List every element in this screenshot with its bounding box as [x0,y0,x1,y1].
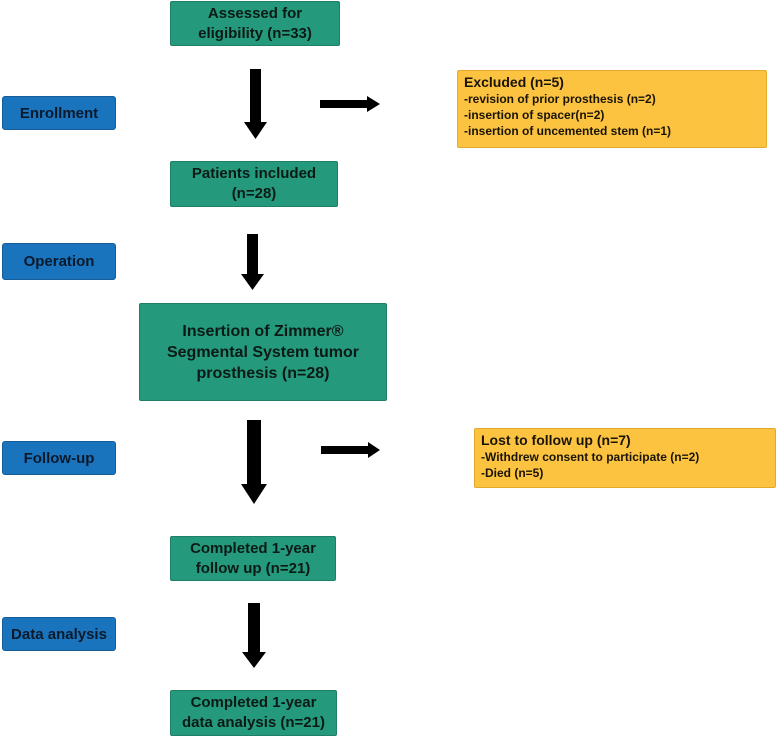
arrow-down-icon [241,420,267,504]
box-patients-included: Patients included (n=28) [170,161,338,207]
note-lost-followup: Lost to follow up (n=7) -Withdrew consen… [474,428,776,488]
arrow-down-icon [241,234,264,290]
box-completed-analysis: Completed 1-year data analysis (n=21) [170,690,337,736]
box-insertion-line-3: prosthesis (n=28) [196,364,330,382]
note-excluded-item: -insertion of spacer(n=2) [464,108,605,122]
note-lost-title: Lost to follow up (n=7) [481,432,631,448]
box-completed-followup-line-2: follow up (n=21) [195,559,311,577]
note-lost-item: -Died (n=5) [481,466,544,480]
box-assessed-line-2: eligibility (n=33) [198,24,312,42]
box-assessed-line-1: Assessed for [207,4,303,22]
box-included-line-2: (n=28) [231,185,277,202]
box-insertion-line-2: Segmental System tumor [166,343,360,361]
box-completed-analysis-line-2: data analysis (n=21) [182,714,325,731]
box-assessed-eligibility: Assessed for eligibility (n=33) [170,1,340,46]
note-excluded: Excluded (n=5) -revision of prior prosth… [457,70,767,148]
stage-followup: Follow-up [2,441,116,475]
stage-operation: Operation [2,243,116,280]
note-excluded-item: -revision of prior prosthesis (n=2) [464,92,656,106]
box-insertion-prosthesis: Insertion of Zimmer® Segmental System tu… [139,303,387,401]
arrow-down-icon [242,603,266,668]
box-completed-followup: Completed 1-year follow up (n=21) [170,536,336,581]
note-excluded-title: Excluded (n=5) [464,74,564,90]
arrow-right-icon [320,96,380,112]
arrow-right-icon [321,442,380,458]
box-completed-analysis-line-1: Completed 1-year [190,694,317,711]
stage-enrollment: Enrollment [2,96,116,130]
box-included-line-1: Patients included [191,165,317,182]
note-excluded-item: -insertion of uncemented stem (n=1) [464,124,672,138]
box-completed-followup-line-1: Completed 1-year [190,539,316,557]
stage-data-analysis: Data analysis [2,617,116,651]
note-lost-item: -Withdrew consent to participate (n=2) [481,450,700,464]
box-insertion-line-1: Insertion of Zimmer® [182,322,344,340]
arrow-down-icon [244,69,267,139]
